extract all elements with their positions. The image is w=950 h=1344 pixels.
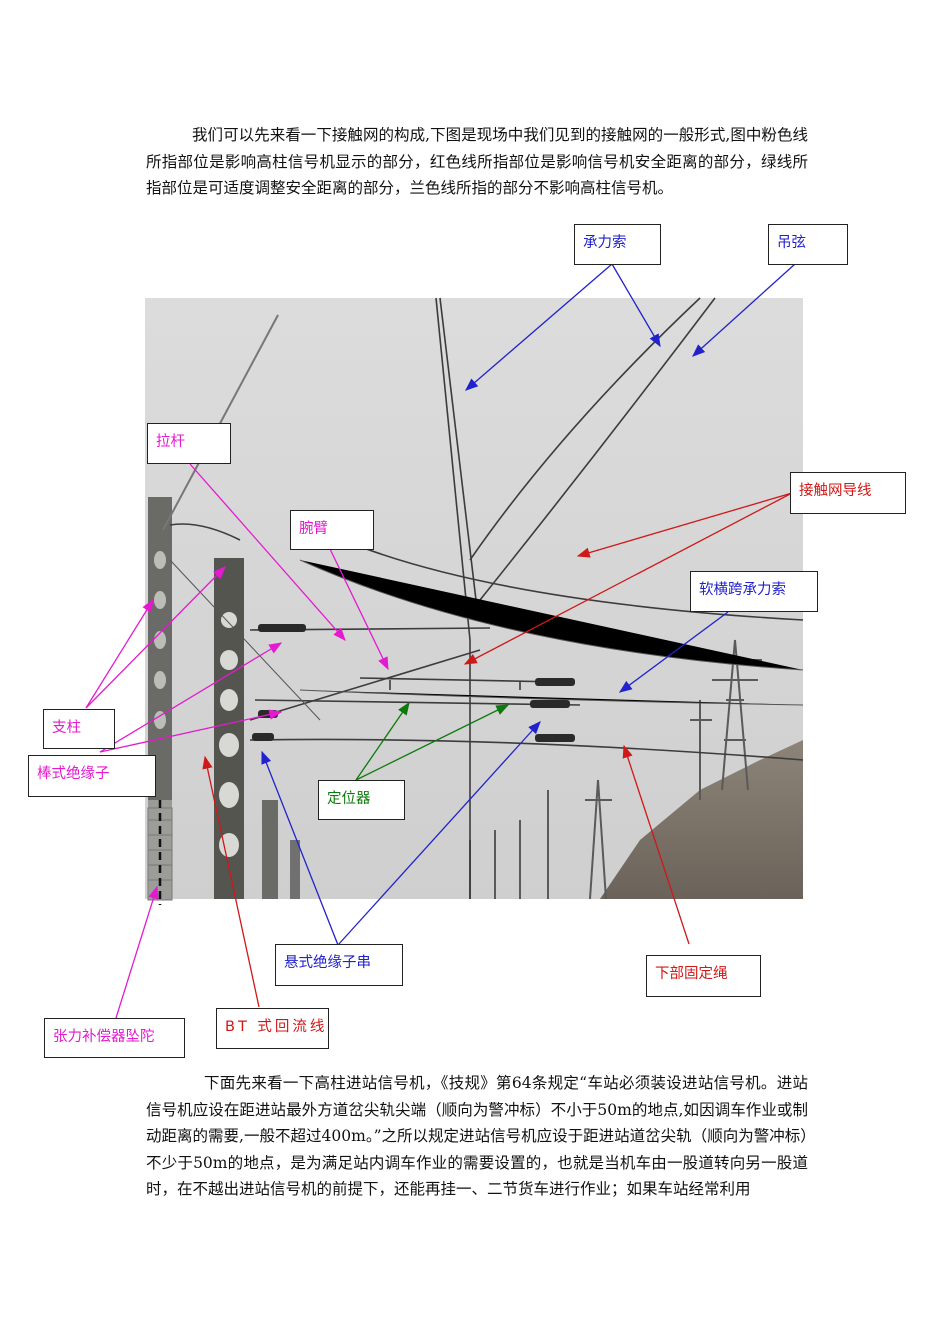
arrow-bt <box>202 755 260 1008</box>
arrow-chenglisuo-1 <box>465 263 613 391</box>
label-xuanshi: 悬式绝缘子串 <box>275 944 403 986</box>
intro-paragraph: 我们可以先来看一下接触网的构成,下图是现场中我们见到的接触网的一般形式,图中粉色… <box>146 126 808 197</box>
arrow-daoxian-2 <box>463 492 793 665</box>
label-dingweiqi: 定位器 <box>318 780 405 820</box>
arrow-bangshi-2 <box>99 709 283 753</box>
label-jiechuwang-daoxian: 接触网导线 <box>790 472 906 514</box>
arrow-xuanshi-2 <box>337 721 541 946</box>
label-lagan: 拉杆 <box>147 423 231 464</box>
arrow-chenglisuo-2 <box>611 263 661 348</box>
label-xiabu: 下部固定绳 <box>646 955 761 997</box>
arrow-daoxian-1 <box>576 492 793 558</box>
label-zhangli: 张力补偿器坠陀 <box>44 1018 185 1058</box>
label-bangshi: 棒式绝缘子 <box>28 755 156 797</box>
label-zhizhu: 支柱 <box>43 709 115 749</box>
arrow-lagan <box>189 463 346 641</box>
label-bt-huiliuxian: BT 式回流线 <box>216 1008 329 1049</box>
arrow-ruanhengkua <box>618 611 729 693</box>
label-ruanhengkua: 软横跨承力索 <box>690 571 818 612</box>
label-chenglisuo: 承力索 <box>574 224 661 265</box>
arrow-zhizhu-2 <box>85 566 226 709</box>
arrow-xuanshi-1 <box>261 750 339 946</box>
arrow-bangshi-1 <box>99 642 283 753</box>
arrow-wanbi <box>329 548 389 671</box>
arrow-dingweiqi-2 <box>355 704 510 781</box>
label-wanbi: 腕臂 <box>290 510 374 550</box>
arrow-zhizhu-1 <box>85 598 154 709</box>
arrow-dingweiqi-1 <box>355 701 410 781</box>
body-paragraph: 下面先来看一下高柱进站信号机，《技规》第64条规定“车站必须装设进站信号机。进站… <box>146 1074 808 1198</box>
label-diaoxian: 吊弦 <box>768 224 848 265</box>
arrow-xiabu <box>622 744 690 945</box>
arrow-zhangli <box>115 885 159 1019</box>
arrow-diaoxian <box>692 263 796 357</box>
